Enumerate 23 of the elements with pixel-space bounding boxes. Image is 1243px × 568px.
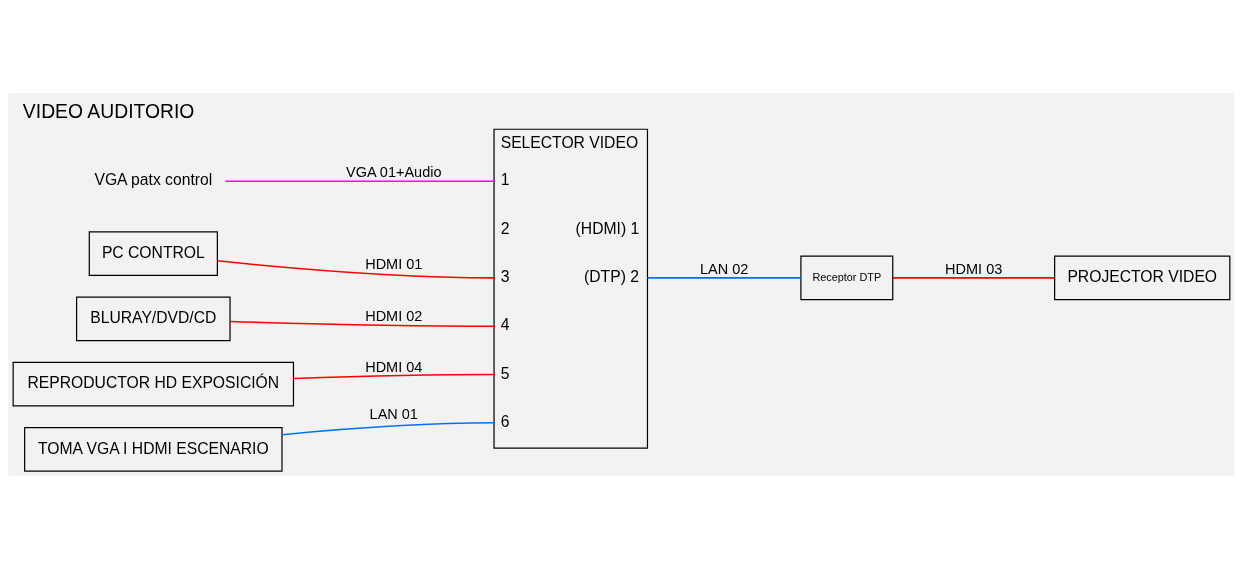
edge-label: HDMI 01 <box>365 255 423 272</box>
diagram-title: VIDEO AUDITORIO <box>22 100 195 122</box>
edge-label: VGA 01+Audio <box>346 163 442 180</box>
connector <box>224 179 496 182</box>
connector <box>646 276 802 279</box>
edge-label: HDMI 04 <box>365 358 423 375</box>
node-box: Receptor DTP <box>800 255 894 300</box>
node-box: BLURAY/DVD/CD <box>76 296 231 341</box>
node-box: PROJECTOR VIDEO <box>1054 255 1231 300</box>
node-box: SELECTOR VIDEO 1 2 (HDMI) 1 3 (DTP) 2 4 5 6 <box>493 128 649 449</box>
edge-label: LAN 01 <box>369 405 418 422</box>
connector <box>229 320 496 327</box>
connector <box>216 259 496 279</box>
node-box: PC CONTROL <box>88 230 218 276</box>
connector <box>281 421 496 435</box>
edge-label: HDMI 03 <box>945 260 1003 277</box>
connector <box>892 276 1056 279</box>
edge-label: HDMI 02 <box>365 307 423 324</box>
node-text: VGA patx control <box>94 170 213 188</box>
connector <box>292 373 496 379</box>
node-box: REPRODUCTOR HD EXPOSICIÓN <box>12 361 295 407</box>
node-box: TOMA VGA I HDMI ESCENARIO <box>24 426 283 472</box>
edge-label: LAN 02 <box>700 260 749 277</box>
